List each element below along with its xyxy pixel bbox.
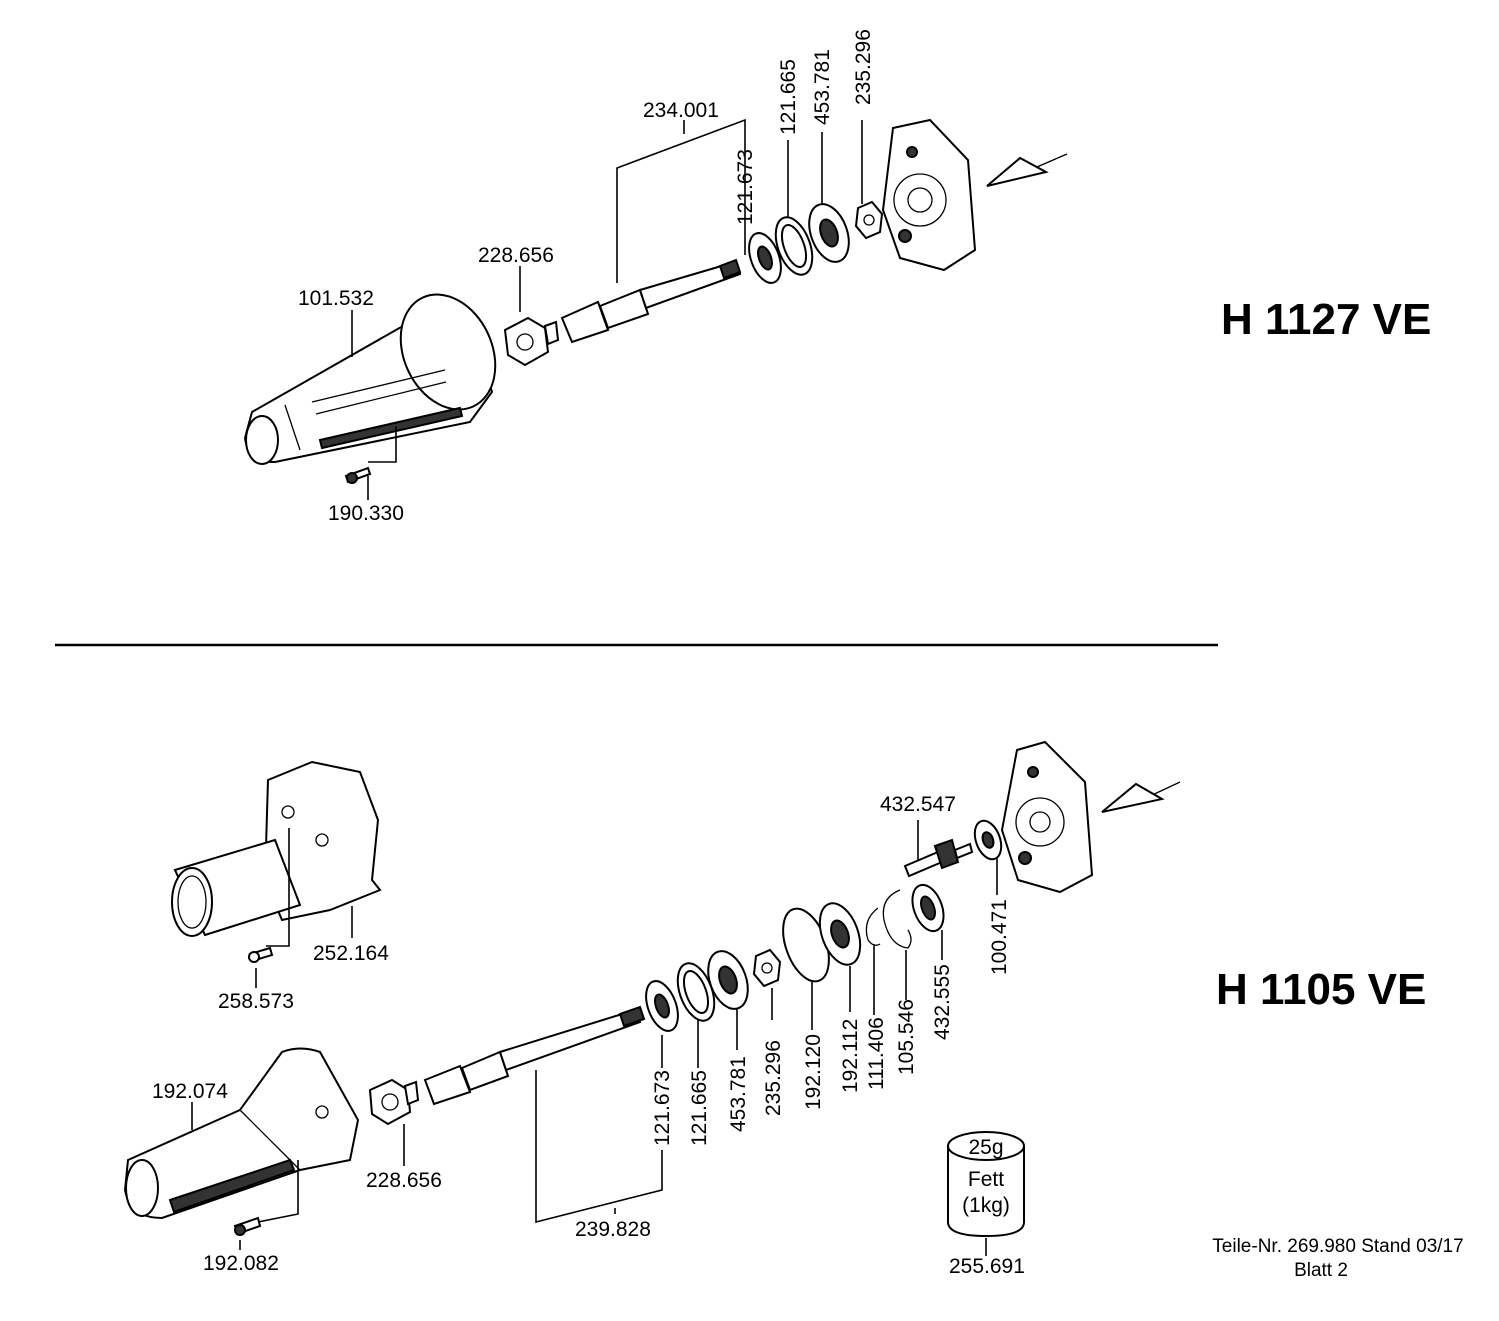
label-453781-top: 453.781: [811, 49, 834, 125]
part-bearing-192112: [818, 902, 862, 966]
label-121673-bottom: 121.673: [651, 1070, 674, 1146]
part-circlip-111406: [865, 907, 881, 946]
footer-sheet: Blatt 2: [1294, 1260, 1348, 1281]
part-bearing-121673-bottom: [645, 980, 679, 1032]
label-252164: 252.164: [313, 942, 389, 965]
part-endplate-bottom: [1000, 740, 1094, 894]
assembly-top: [243, 118, 1068, 500]
label-228656-top: 228.656: [478, 244, 554, 267]
arrow-icon-top: [986, 153, 1068, 187]
part-washer-100471: [973, 819, 1003, 861]
label-121665-top: 121.665: [777, 59, 800, 135]
footer-part-number: Teile-Nr. 269.980 Stand 03/17: [1212, 1236, 1463, 1257]
grease-can-size: (1kg): [962, 1194, 1010, 1217]
part-ring-121665-bottom: [676, 962, 716, 1022]
part-nut-235296-top: [854, 200, 884, 240]
part-nut-228656: [503, 316, 560, 367]
part-screw-192082: [233, 1216, 262, 1236]
label-192120: 192.120: [802, 1034, 825, 1110]
label-101532: 101.532: [298, 287, 374, 310]
label-192112: 192.112: [839, 1019, 862, 1093]
arrow-icon-bottom: [1101, 781, 1181, 813]
label-192082: 192.082: [203, 1252, 279, 1275]
label-192074: 192.074: [152, 1080, 228, 1103]
label-453781-bottom: 453.781: [727, 1056, 750, 1132]
part-bearing-121673-top: [748, 232, 782, 284]
label-100471: 100.471: [988, 899, 1011, 975]
part-housing-101532: [243, 293, 497, 465]
part-gear-432555: [911, 883, 945, 933]
part-housing-252164: [171, 760, 382, 937]
part-bearing-453781-bottom: [707, 950, 749, 1010]
label-432555: 432.555: [931, 964, 954, 1040]
part-spindle-234001: [560, 258, 742, 344]
part-screw-190330: [344, 466, 372, 484]
label-235296-top: 235.296: [852, 29, 875, 105]
part-screw-258573: [248, 946, 274, 963]
grease-can-icon: [947, 1131, 1025, 1238]
part-ring-121665-top: [774, 216, 814, 276]
part-nut-235296-bottom: [752, 948, 782, 988]
part-nut-228656-bottom: [368, 1078, 420, 1126]
label-255691: 255.691: [949, 1255, 1025, 1278]
label-239828: 239.828: [575, 1218, 651, 1241]
model-title-bottom: H 1105 VE: [1216, 965, 1426, 1014]
grease-can-weight: 25g: [968, 1136, 1003, 1159]
label-121673-top: 121.673: [734, 149, 757, 225]
model-title-top: H 1127 VE: [1221, 295, 1431, 344]
label-235296-bottom: 235.296: [762, 1040, 785, 1116]
label-432547: 432.547: [880, 793, 956, 816]
label-105546: 105.546: [895, 999, 918, 1075]
assembly-bottom: [123, 740, 1181, 1256]
label-258573: 258.573: [218, 990, 294, 1013]
part-spindle-239828: [423, 1005, 646, 1106]
label-190330-top: 190.330: [328, 502, 404, 525]
label-228656-bottom: 228.656: [366, 1169, 442, 1192]
grease-can-label: Fett: [968, 1168, 1004, 1191]
part-housing-192074: [123, 1047, 360, 1220]
part-pinion-432547: [903, 838, 974, 878]
part-endplate-top: [881, 118, 977, 272]
part-bearing-453781-top: [808, 203, 850, 263]
label-111406: 111.406: [865, 1017, 888, 1090]
label-121665-bottom: 121.665: [688, 1070, 711, 1146]
label-234001: 234.001: [643, 99, 719, 122]
part-circlip-105546: [882, 889, 912, 949]
